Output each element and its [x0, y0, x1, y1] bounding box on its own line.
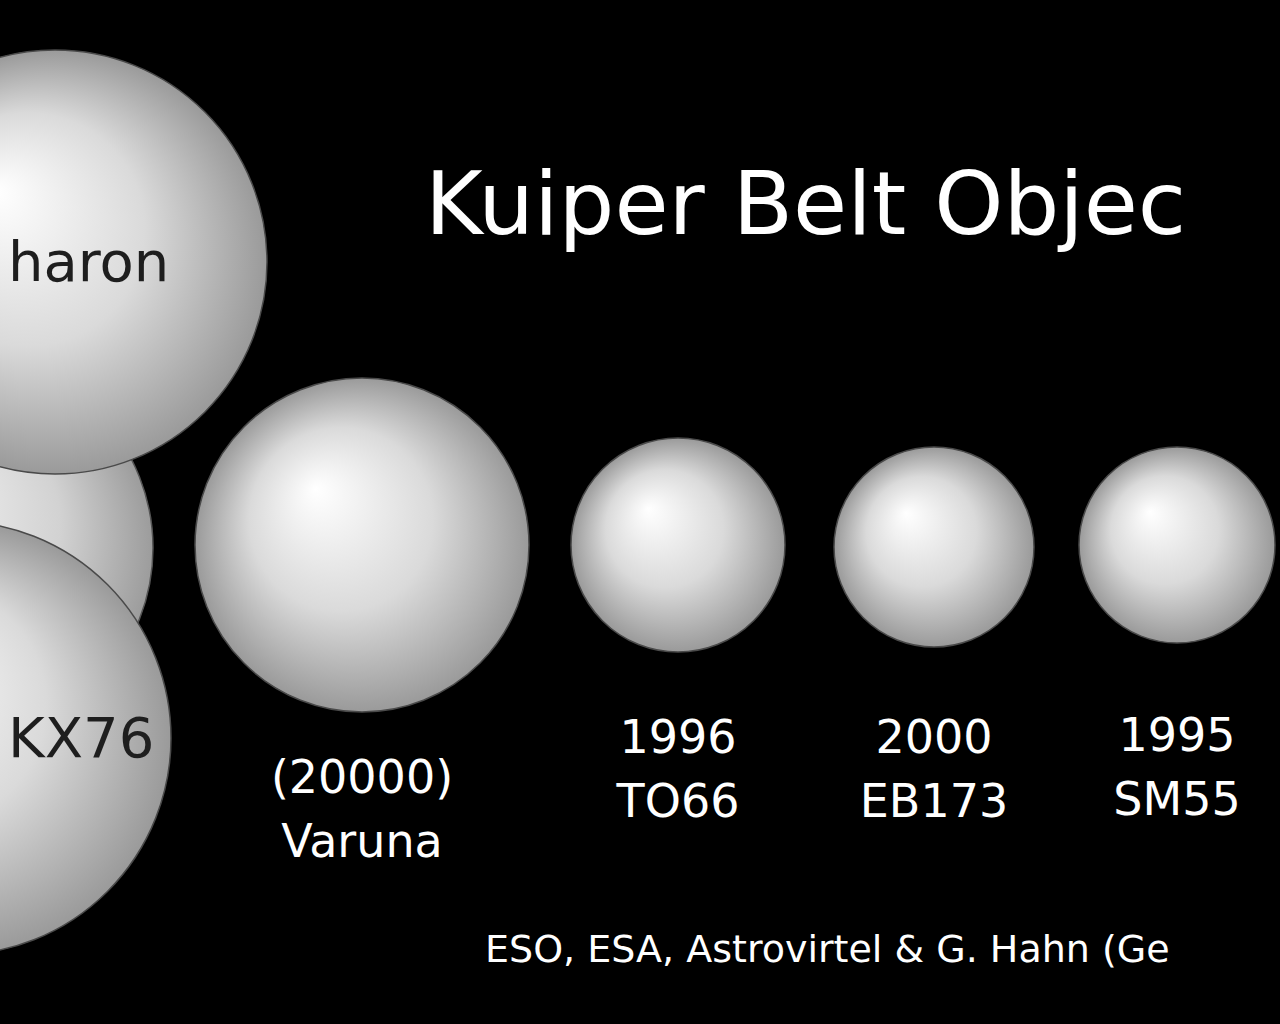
object-label: (20000) Varuna [271, 745, 453, 873]
sphere-outline [0, 521, 171, 955]
sphere-shape [833, 446, 1035, 648]
sphere-shape [1078, 446, 1276, 644]
sphere-outline [0, 50, 267, 474]
object-label: 1995 SM55 [1113, 703, 1240, 831]
varuna-sphere: (20000) Varuna [194, 377, 530, 713]
kx76-sphere: KX76 [0, 520, 172, 956]
sphere-outline [195, 378, 529, 712]
sphere-shape [570, 437, 786, 653]
sm55-sphere: 1995 SM55 [1078, 446, 1276, 644]
object-name: haron [8, 234, 169, 290]
charon-sphere: haron [0, 49, 268, 475]
eb173-sphere: 2000 EB173 [833, 446, 1035, 648]
to66-sphere: 1996 TO66 [570, 437, 786, 653]
object-label: 1996 TO66 [617, 705, 740, 833]
credit-line: ESO, ESA, Astrovirtel & G. Hahn (Ge [485, 930, 1170, 968]
sphere-outline [834, 447, 1034, 647]
sphere-shape [194, 377, 530, 713]
object-name: KX76 [8, 710, 154, 766]
sphere-outline [1079, 447, 1275, 643]
diagram-title: Kuiper Belt Objec [425, 160, 1186, 248]
sphere-outline [571, 438, 785, 652]
object-label: 2000 EB173 [860, 705, 1008, 833]
